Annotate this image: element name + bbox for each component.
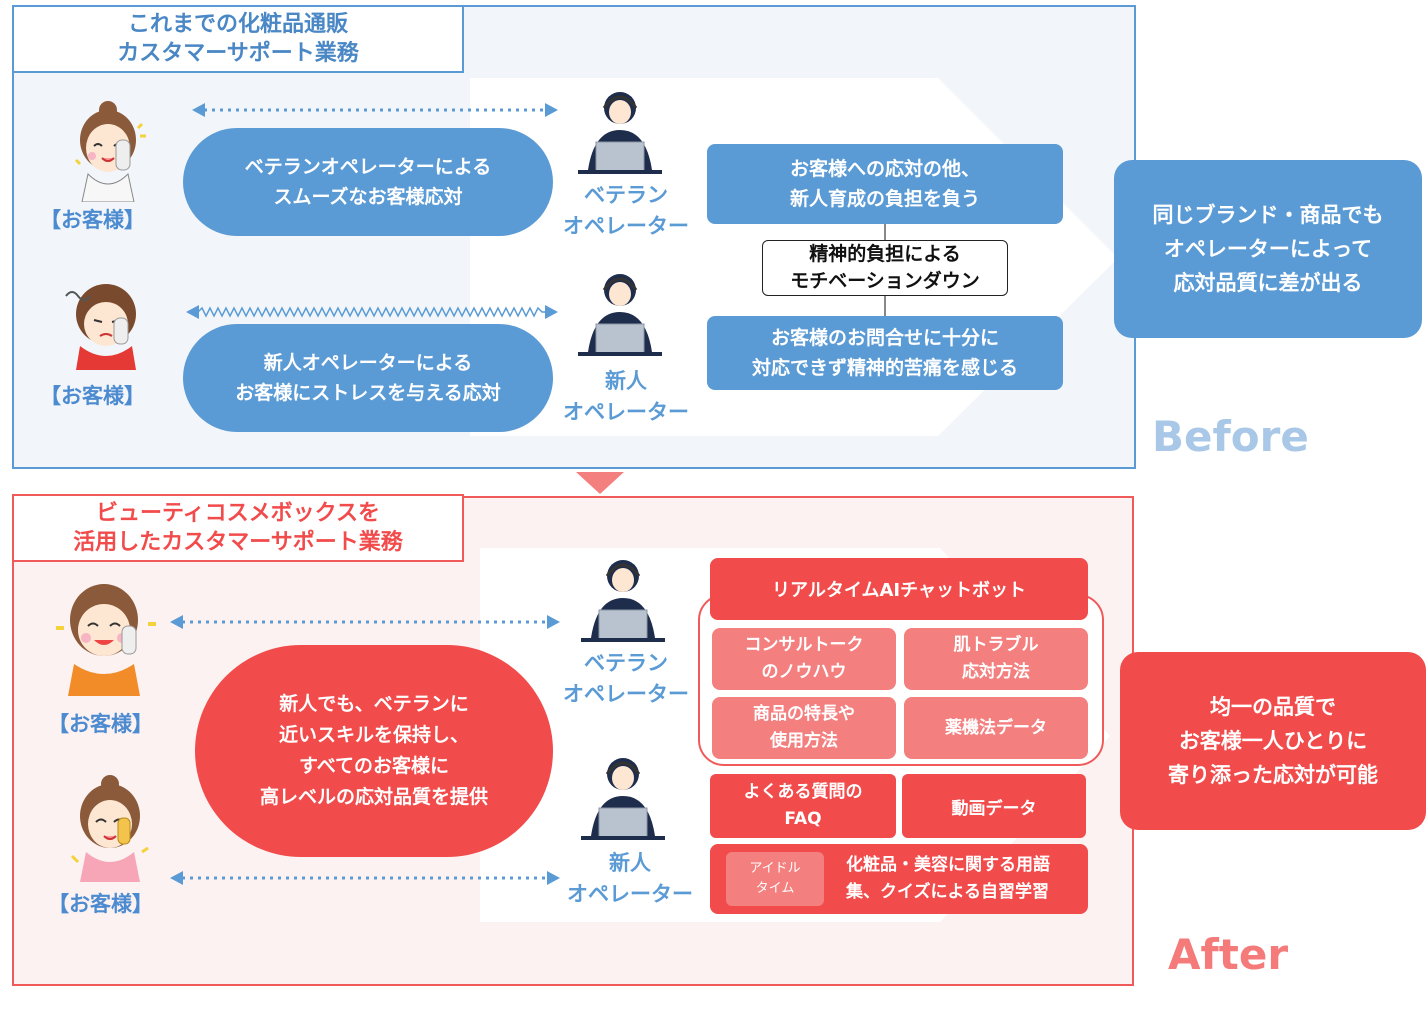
after-veteran-arrow [170, 615, 560, 629]
customer-happy-icon-1 [56, 584, 156, 696]
newbie-response-pill: 新人オペレーターによる お客様にストレスを与える応対 [183, 324, 553, 432]
pharma-law-box: 薬機法データ [904, 697, 1088, 759]
after-veteran-operator-icon [581, 560, 665, 642]
before-title: これまでの化粧品通販 カスタマーサポート業務 [12, 5, 464, 73]
before-label: Before [1152, 412, 1309, 461]
customer-smiling-icon [74, 101, 146, 202]
customer-label-1: 【お客様】 [40, 208, 145, 232]
customer-label-2: 【お客様】 [40, 384, 145, 408]
new-operator-icon [578, 274, 662, 356]
before-result-box: 同じブランド・商品でも オペレーターによって 応対品質に差が出る [1114, 160, 1422, 338]
product-features-box: 商品の特長や 使用方法 [712, 697, 896, 759]
faq-box: よくある質問の FAQ [710, 774, 896, 838]
consult-talk-box: コンサルトーク のノウハウ [712, 628, 896, 690]
new-operator-label: 新人 オペレーター [563, 369, 689, 424]
after-result-box: 均一の品質で お客様一人ひとりに 寄り添った応対が可能 [1120, 652, 1426, 830]
after-veteran-operator-label: ベテラン オペレーター [563, 651, 689, 706]
burden-box: お客様への応対の他、 新人育成の負担を負う [707, 144, 1063, 224]
after-customer-label-1: 【お客様】 [48, 712, 153, 736]
self-study-text: 化粧品・美容に関する用語 集、クイズによる自習学習 [846, 855, 1050, 902]
stressful-communication-arrow [186, 305, 558, 319]
video-data-box: 動画データ [902, 774, 1086, 838]
idle-time-badge: アイドル タイム [726, 852, 824, 906]
transition-arrow-icon [576, 472, 624, 494]
after-title: ビューティコスメボックスを 活用したカスタマーサポート業務 [12, 494, 464, 562]
motivation-down-box: 精神的負担による モチベーションダウン [762, 240, 1008, 296]
skin-trouble-box: 肌トラブル 応対方法 [904, 628, 1088, 690]
veteran-operator-label: ベテラン オペレーター [563, 183, 689, 238]
distress-box: お客様のお問合せに十分に 対応できず精神的苦痛を感じる [707, 316, 1063, 390]
uniform-quality-circle: 新人でも、ベテランに 近いスキルを保持し、 すべてのお客様に 高レベルの応対品質… [195, 645, 553, 857]
after-label: After [1168, 930, 1289, 979]
after-new-operator-icon [581, 758, 665, 840]
after-newbie-arrow [170, 871, 560, 885]
customer-happy-icon-2 [70, 775, 149, 882]
smooth-communication-arrow [192, 103, 558, 117]
veteran-operator-icon [578, 92, 662, 174]
after-new-operator-label: 新人 オペレーター [567, 851, 693, 906]
customer-stressed-icon [65, 284, 136, 370]
after-customer-label-2: 【お客様】 [48, 892, 153, 916]
chatbot-header: リアルタイムAIチャットボット [710, 558, 1088, 620]
veteran-response-pill: ベテランオペレーターによる スムーズなお客様応対 [183, 128, 553, 236]
